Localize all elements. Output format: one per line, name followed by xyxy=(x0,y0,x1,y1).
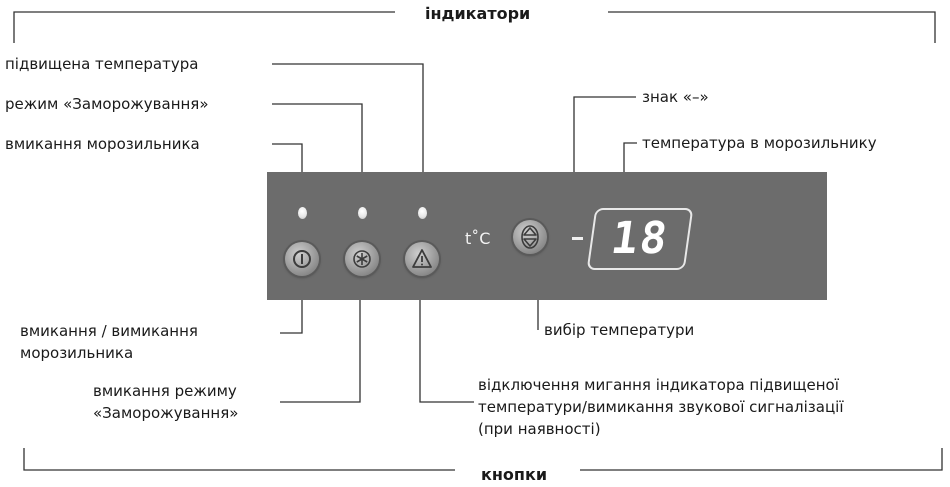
top-bracket-left xyxy=(13,11,395,43)
warning-triangle-icon xyxy=(412,249,432,268)
leader-alarm xyxy=(419,284,474,403)
label-minus-sign: знак «–» xyxy=(642,88,709,106)
label-freezer-on: вмикання морозильника xyxy=(5,135,200,153)
temperature-display: 18 xyxy=(586,208,694,270)
up-down-arrows-icon xyxy=(521,225,539,249)
bottom-bracket-right xyxy=(580,448,943,471)
leader-high-temperature xyxy=(272,63,424,180)
freeze-button[interactable] xyxy=(345,242,379,276)
top-bracket-right xyxy=(608,11,936,43)
leader-freeze-button xyxy=(280,284,361,403)
temperature-select-button[interactable] xyxy=(513,220,547,254)
leader-freezer-on xyxy=(272,143,303,180)
label-freezer-temperature: температура в морозильнику xyxy=(642,134,877,152)
leader-power xyxy=(280,284,303,334)
label-alarm-line2: температури/вимикання звукової сигналіза… xyxy=(478,398,844,416)
minus-sign-indicator xyxy=(572,237,583,240)
indicators-heading: індикатори xyxy=(425,4,531,23)
label-freeze-line2: «Заморожування» xyxy=(93,404,239,422)
bottom-bracket-left xyxy=(23,448,455,471)
label-freeze-mode: режим «Заморожування» xyxy=(5,95,209,113)
buttons-heading: кнопки xyxy=(481,465,548,484)
snowflake-icon xyxy=(353,250,371,268)
leader-freeze-mode xyxy=(272,103,363,180)
control-panel: t˚C 18 xyxy=(267,172,827,300)
label-freeze-line1: вмикання режиму xyxy=(93,382,237,400)
temperature-unit-label: t˚C xyxy=(465,229,491,248)
power-icon xyxy=(293,250,311,268)
label-select-temperature: вибір температури xyxy=(544,321,695,339)
power-button[interactable] xyxy=(285,242,319,276)
label-power-line2: морозильника xyxy=(20,344,134,362)
label-alarm-line3: (при наявності) xyxy=(478,420,601,438)
label-alarm-line1: відключення мигання індикатора підвищено… xyxy=(478,376,839,394)
led-high-temperature xyxy=(418,207,427,219)
temperature-display-value: 18 xyxy=(607,213,673,264)
led-freezer-on xyxy=(298,207,307,219)
alarm-off-button[interactable] xyxy=(405,242,439,276)
led-freeze-mode xyxy=(358,207,367,219)
label-high-temperature: підвищена температура xyxy=(5,55,199,73)
label-power-line1: вмикання / вимикання xyxy=(20,322,198,340)
